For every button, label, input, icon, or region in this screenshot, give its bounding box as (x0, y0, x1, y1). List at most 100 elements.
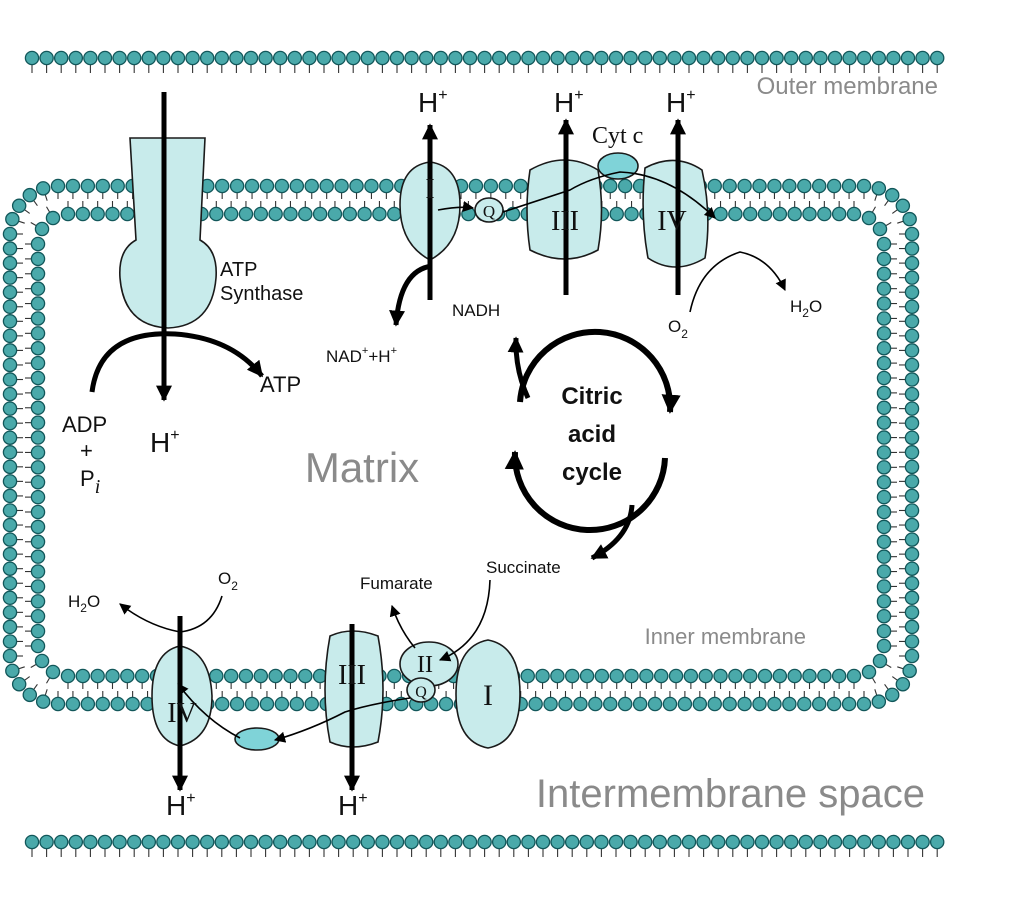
quinone-bottom-label: Q (415, 684, 427, 701)
inner-membrane-inner-leaflet-head (30, 385, 46, 401)
inner-membrane-inner-leaflet-head (876, 474, 892, 490)
inner-membrane-outer-leaflet-head (588, 696, 603, 712)
outer-bottom-lipid-head (214, 834, 230, 850)
outer-top-lipid-head (83, 50, 98, 66)
inner-membrane-inner-leaflet-head (357, 206, 372, 222)
succinate-label: Succinate (486, 558, 561, 577)
complex-iv-bottom-proton-label: H+ (166, 790, 196, 821)
inner-membrane-inner-leaflet-head (520, 668, 535, 684)
outer-top-lipid-head (404, 50, 419, 66)
outer-top-lipid-head (199, 50, 215, 66)
inner-membrane-outer-leaflet-head (50, 696, 66, 712)
matrix-label: Matrix (305, 444, 419, 491)
inner-membrane-inner-leaflet-head (872, 653, 888, 669)
inner-membrane-inner-leaflet-head (30, 415, 46, 430)
outer-bottom-lipid-head (316, 834, 332, 850)
inner-membrane-inner-leaflet-head (876, 415, 892, 430)
citric-cycle-line3: cycle (562, 459, 622, 486)
inner-membrane-inner-leaflet-head (30, 608, 46, 624)
cytochrome-c-label: Cyt c (592, 123, 643, 149)
inner-membrane-inner-leaflet-head (283, 668, 298, 684)
inner-membrane-outer-leaflet-head (2, 430, 18, 445)
inner-membrane-inner-leaflet-head (876, 638, 892, 654)
outer-top-lipid-head (681, 50, 697, 66)
inner-membrane-inner-leaflet-head (876, 296, 892, 311)
inner-membrane-outer-leaflet-head (904, 474, 920, 489)
inner-membrane-inner-leaflet-head (387, 206, 402, 222)
inner-membrane-outer-leaflet-head (895, 198, 911, 214)
atp-synthase-body (119, 137, 217, 329)
inner-membrane-outer-leaflet-head (617, 178, 633, 194)
inner-membrane-inner-leaflet-head (876, 504, 892, 520)
outer-top-lipid-head (68, 50, 84, 66)
inner-membrane-outer-leaflet-head (274, 178, 290, 194)
outer-top-lipid-head (316, 50, 332, 66)
outer-bottom-lipid-head (637, 834, 653, 850)
outer-top-lipid-head (39, 50, 54, 66)
outer-bottom-lipid-head (418, 834, 434, 850)
inner-membrane-outer-leaflet-head (603, 696, 618, 712)
nadh-oxidation-arrow (389, 263, 433, 327)
inner-membrane-outer-leaflet-head (2, 255, 18, 271)
inner-membrane-outer-leaflet-head (841, 696, 857, 712)
succinate-to-complex-ii-arrow (438, 579, 491, 662)
outer-bottom-lipid-head (594, 834, 609, 850)
inner-membrane-outer-leaflet-head (662, 696, 678, 712)
inner-membrane-inner-leaflet-head (30, 355, 46, 371)
inner-membrane-outer-leaflet-head (65, 178, 81, 194)
inner-membrane-outer-leaflet-head (904, 634, 920, 649)
inner-membrane-inner-leaflet-head (861, 210, 877, 226)
outer-bottom-lipid-head (798, 834, 814, 850)
inner-membrane-inner-leaflet-head (876, 236, 892, 252)
inner-membrane-inner-leaflet-head (223, 668, 239, 684)
water-top-label: H2O (790, 297, 822, 320)
outer-bottom-lipid-head (900, 834, 916, 850)
outer-bottom-lipid-head (433, 834, 449, 850)
inner-membrane-inner-leaflet-head (209, 206, 224, 222)
quinone-bottom (406, 677, 436, 703)
inner-membrane-outer-leaflet-head (904, 386, 920, 402)
inner-membrane-inner-leaflet-head (876, 564, 892, 579)
inner-membrane-outer-leaflet-head (543, 696, 558, 712)
inner-membrane-outer-leaflet-head (558, 696, 573, 712)
inner-membrane-outer-leaflet-head (902, 663, 917, 679)
inner-membrane-outer-leaflet-head (826, 178, 842, 194)
outer-top-lipid-head (535, 50, 551, 66)
outer-bottom-lipid-head (39, 834, 54, 850)
inner-membrane-outer-leaflet-head (904, 575, 920, 591)
outer-bottom-lipid-head (783, 834, 799, 850)
oxygen-reduction-arrow-bottom (119, 595, 223, 633)
inner-membrane-outer-leaflet-head (110, 696, 125, 712)
inner-membrane-outer-leaflet-head (65, 696, 81, 712)
outer-top-lipid-head (696, 50, 711, 66)
inner-membrane-outer-leaflet-head (904, 503, 920, 518)
inner-membrane-outer-leaflet-head (904, 299, 920, 315)
outer-top-lipid-head (842, 50, 857, 66)
inner-membrane-inner-leaflet-head (238, 668, 254, 684)
outer-bottom-lipid-head (272, 834, 288, 850)
inner-membrane-inner-leaflet-head (757, 668, 773, 684)
inner-membrane-outer-leaflet-head (904, 619, 920, 635)
inner-membrane-outer-leaflet-head (811, 178, 827, 194)
inner-membrane-outer-leaflet-head (95, 696, 111, 712)
inner-membrane-inner-leaflet-head (876, 623, 892, 639)
inner-membrane-outer-leaflet-head (904, 343, 920, 358)
inner-membrane-outer-leaflet-head (259, 696, 275, 712)
inner-membrane-inner-leaflet-head (34, 221, 50, 237)
atp-synthase-label-line1: ATP (220, 259, 257, 281)
inner-membrane-outer-leaflet-head (2, 575, 18, 591)
inner-membrane-outer-leaflet-head (826, 696, 842, 712)
outer-bottom-lipid-head (725, 834, 741, 850)
inner-membrane-outer-leaflet-head (884, 187, 900, 203)
complex-iii-proton-label: H+ (554, 87, 584, 118)
outer-top-lipid-head (360, 50, 376, 66)
outer-bottom-lipid-head (667, 834, 682, 850)
inner-membrane-inner-leaflet-head (564, 668, 580, 684)
inner-membrane-outer-leaflet-head (871, 181, 887, 196)
atp-formation-arrow (89, 331, 264, 393)
inner-membrane-outer-leaflet-head (767, 696, 782, 712)
outer-top-lipid-head (287, 50, 303, 66)
cycle-arc-bottom (504, 450, 668, 534)
outer-top-lipid-head (725, 50, 741, 66)
outer-top-lipid-head (229, 50, 244, 66)
